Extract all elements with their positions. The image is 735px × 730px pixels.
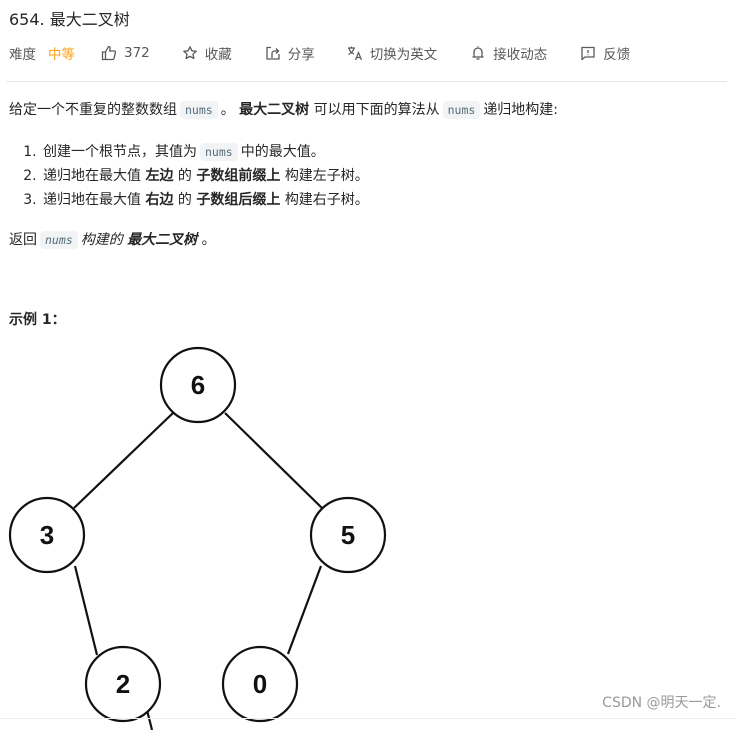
feedback-icon [580,45,596,61]
text: 的 [177,168,192,184]
bottom-divider [0,718,735,719]
share-icon [265,45,281,61]
favorite-label: 收藏 [204,47,232,63]
tree-node [309,496,387,574]
like-count: 372 [124,45,150,61]
text: 构建左子树。 [284,168,369,184]
inline-code: nums [200,143,238,161]
tree-node [8,496,86,574]
step-item: 递归地在最大值 左边 的 子数组前缀上 构建左子树。 [41,164,369,188]
subscribe-label: 接收动态 [493,47,548,63]
translate-button[interactable]: 切换为英文 [347,43,438,63]
step-item: 递归地在最大值 右边 的 子数组后缀上 构建右子树。 [41,188,369,212]
text: 。 [201,232,216,248]
translate-label: 切换为英文 [369,47,438,63]
bold-term: 子数组后缀上 [196,192,281,208]
bell-icon [470,45,486,61]
text: 的 [177,192,192,208]
share-label: 分享 [287,47,315,63]
csdn-watermark: CSDN @明天一定. [602,695,721,711]
star-icon [182,45,198,61]
problem-meta-bar: 难度 中等 372 收藏 分享 切换为英文 接收动态 反馈 [9,42,630,64]
bold-term: 最大二叉树 [127,232,198,248]
text: 创建一个根节点，其值为 [43,144,197,160]
bold-term: 子数组前缀上 [196,168,281,184]
favorite-button[interactable]: 收藏 [182,43,232,63]
inline-code: nums [40,231,78,249]
feedback-button[interactable]: 反馈 [580,43,630,63]
tree-node-value: 2 [116,669,130,699]
header-divider [6,81,727,82]
text: 递归地在最大值 [43,168,141,184]
like-button[interactable]: 372 [101,45,150,61]
tree-node-value: 0 [253,669,267,699]
text: 可以用下面的算法从 [313,102,440,118]
text: 递归地构建: [483,102,559,118]
bold-term: 左边 [145,168,174,184]
translate-icon [347,45,363,61]
share-button[interactable]: 分享 [265,43,315,63]
binary-tree-diagram: 6 3 5 2 0 [8,346,387,730]
thumbs-up-icon [101,45,117,61]
tree-node [159,346,237,424]
text: 中的最大值。 [240,144,325,160]
inline-code: nums [442,101,481,119]
bold-term: 最大二叉树 [239,102,310,118]
feedback-label: 反馈 [603,47,631,63]
subscribe-button[interactable]: 接收动态 [470,43,547,63]
difficulty-badge: 中等 [48,47,75,63]
problem-title: 654. 最大二叉树 [9,10,130,29]
text: 递归地在最大值 [43,192,141,208]
example-title: 示例 1： [9,312,66,328]
text: 构建的 [80,232,123,248]
tree-node-value: 6 [191,370,205,400]
text: 返回 [9,232,37,248]
text: 构建右子树。 [284,192,369,208]
text: 给定一个不重复的整数数组 [9,102,177,118]
bold-term: 右边 [145,192,174,208]
text: 。 [220,102,235,118]
inline-code: nums [180,101,218,119]
tree-node-value: 3 [40,520,54,550]
difficulty-label: 难度 [9,47,36,63]
tree-node-value: 5 [341,520,355,550]
